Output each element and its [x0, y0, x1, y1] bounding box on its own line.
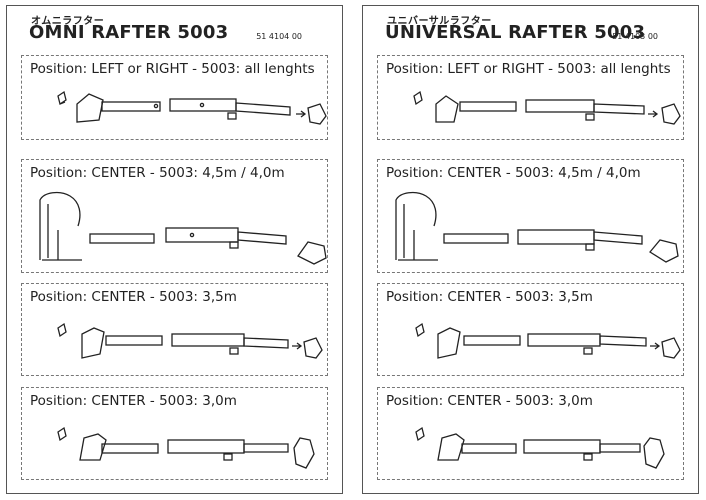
arrow-icon [292, 342, 303, 350]
rafter-diagram [413, 90, 681, 125]
bracket-illustration [437, 433, 465, 461]
end-cap-illustration [661, 103, 681, 125]
clip-icon [57, 90, 67, 106]
rafter-tube-3 [599, 443, 641, 453]
jp-title: ユニバーサルラフター [387, 16, 492, 27]
rafter-tube-2 [527, 333, 601, 347]
knob [223, 453, 233, 461]
rafter-tube-3 [593, 231, 643, 245]
universal-rafter-sheet: ユニバーサルラフター UNIVERSAL RAFTER 5003 51 4103… [362, 5, 699, 494]
omni-rafter-sheet: オムニラフター OMNI RAFTER 5003 51 4104 00 Posi… [6, 5, 343, 494]
rafter-tube-1 [463, 335, 521, 346]
frame-illustration [395, 191, 438, 261]
end-cap-illustration [297, 241, 327, 265]
end-cap-illustration [307, 103, 327, 125]
knob [227, 112, 237, 120]
part-number: 51 4103 00 [612, 32, 658, 41]
arrow-icon [648, 110, 659, 118]
rafter-diagram [39, 191, 327, 265]
end-cap-illustration [643, 437, 665, 469]
sheet-title: UNIVERSAL RAFTER 5003 [385, 22, 646, 43]
arrow-icon [296, 110, 307, 118]
position-label: Position: LEFT or RIGHT - 5003: all leng… [30, 61, 315, 77]
rafter-tube-2 [523, 439, 601, 454]
clip-icon [57, 426, 67, 442]
knob [583, 347, 593, 355]
position-label: Position: CENTER - 5003: 3,0m [30, 393, 237, 409]
position-label: Position: CENTER - 5003: 4,5m / 4,0m [30, 165, 285, 181]
rafter-tube-3 [243, 443, 289, 453]
sheet-title: OMNI RAFTER 5003 [29, 22, 229, 43]
position-label: Position: CENTER - 5003: 3,5m [30, 289, 237, 305]
end-cap-illustration [649, 239, 679, 263]
rafter-tube-2 [517, 229, 595, 245]
end-cap-illustration [661, 337, 681, 359]
rafter-diagram [395, 191, 679, 263]
position-label: Position: LEFT or RIGHT - 5003: all leng… [386, 61, 671, 77]
rafter-diagram [415, 322, 681, 359]
rafter-diagram [57, 90, 327, 125]
rafter-tube-3 [243, 337, 289, 349]
rafter-tube-3 [237, 231, 287, 245]
rafter-tube-1 [459, 101, 517, 112]
part-number: 51 4104 00 [256, 32, 302, 41]
panel-center-30: Position: CENTER - 5003: 3,0m [377, 387, 684, 480]
bracket-illustration [81, 327, 105, 359]
rafter-tube-1 [461, 443, 517, 454]
clip-icon [415, 322, 425, 338]
end-cap-illustration [293, 437, 315, 469]
panel-left-or-right: Position: LEFT or RIGHT - 5003: all leng… [377, 55, 684, 140]
panel-center-30: Position: CENTER - 5003: 3,0m [21, 387, 328, 480]
rafter-tube-1 [101, 443, 159, 454]
knob [229, 347, 239, 355]
rafter-tube-2 [171, 333, 245, 347]
knob [583, 453, 593, 461]
rafter-diagram [57, 426, 315, 469]
rafter-tube-2 [525, 99, 595, 113]
knob [585, 113, 595, 121]
panel-center-45-40: Position: CENTER - 5003: 4,5m / 4,0m [377, 159, 684, 273]
rafter-diagram [57, 322, 323, 359]
frame-illustration [39, 191, 82, 261]
jp-title: オムニラフター [31, 16, 105, 27]
panel-center-35: Position: CENTER - 5003: 3,5m [377, 283, 684, 376]
bracket-illustration [76, 93, 104, 123]
clip-icon [415, 426, 425, 442]
bracket-illustration [437, 327, 461, 359]
rafter-tube-1 [89, 233, 155, 244]
end-cap-illustration [303, 337, 323, 359]
rafter-tube-2 [165, 227, 239, 243]
clip-icon [413, 90, 423, 106]
rafter-diagram [415, 426, 665, 469]
position-label: Position: CENTER - 5003: 4,5m / 4,0m [386, 165, 641, 181]
rafter-tube-1 [443, 233, 509, 244]
panel-center-45-40: Position: CENTER - 5003: 4,5m / 4,0m [21, 159, 328, 273]
panel-center-35: Position: CENTER - 5003: 3,5m [21, 283, 328, 376]
rafter-tube-1 [101, 101, 161, 112]
knob [585, 243, 595, 251]
rafter-tube-2 [167, 439, 245, 454]
rafter-tube-3 [235, 102, 291, 116]
position-label: Position: CENTER - 5003: 3,0m [386, 393, 593, 409]
panel-left-or-right: Position: LEFT or RIGHT - 5003: all leng… [21, 55, 328, 140]
rafter-tube-3 [599, 335, 647, 347]
clip-icon [57, 322, 67, 338]
arrow-icon [650, 342, 661, 350]
bracket-illustration [79, 433, 107, 461]
position-label: Position: CENTER - 5003: 3,5m [386, 289, 593, 305]
rafter-tube-1 [105, 335, 163, 346]
rafter-tube-3 [593, 103, 645, 115]
bracket-illustration [435, 95, 459, 123]
knob [229, 241, 239, 249]
